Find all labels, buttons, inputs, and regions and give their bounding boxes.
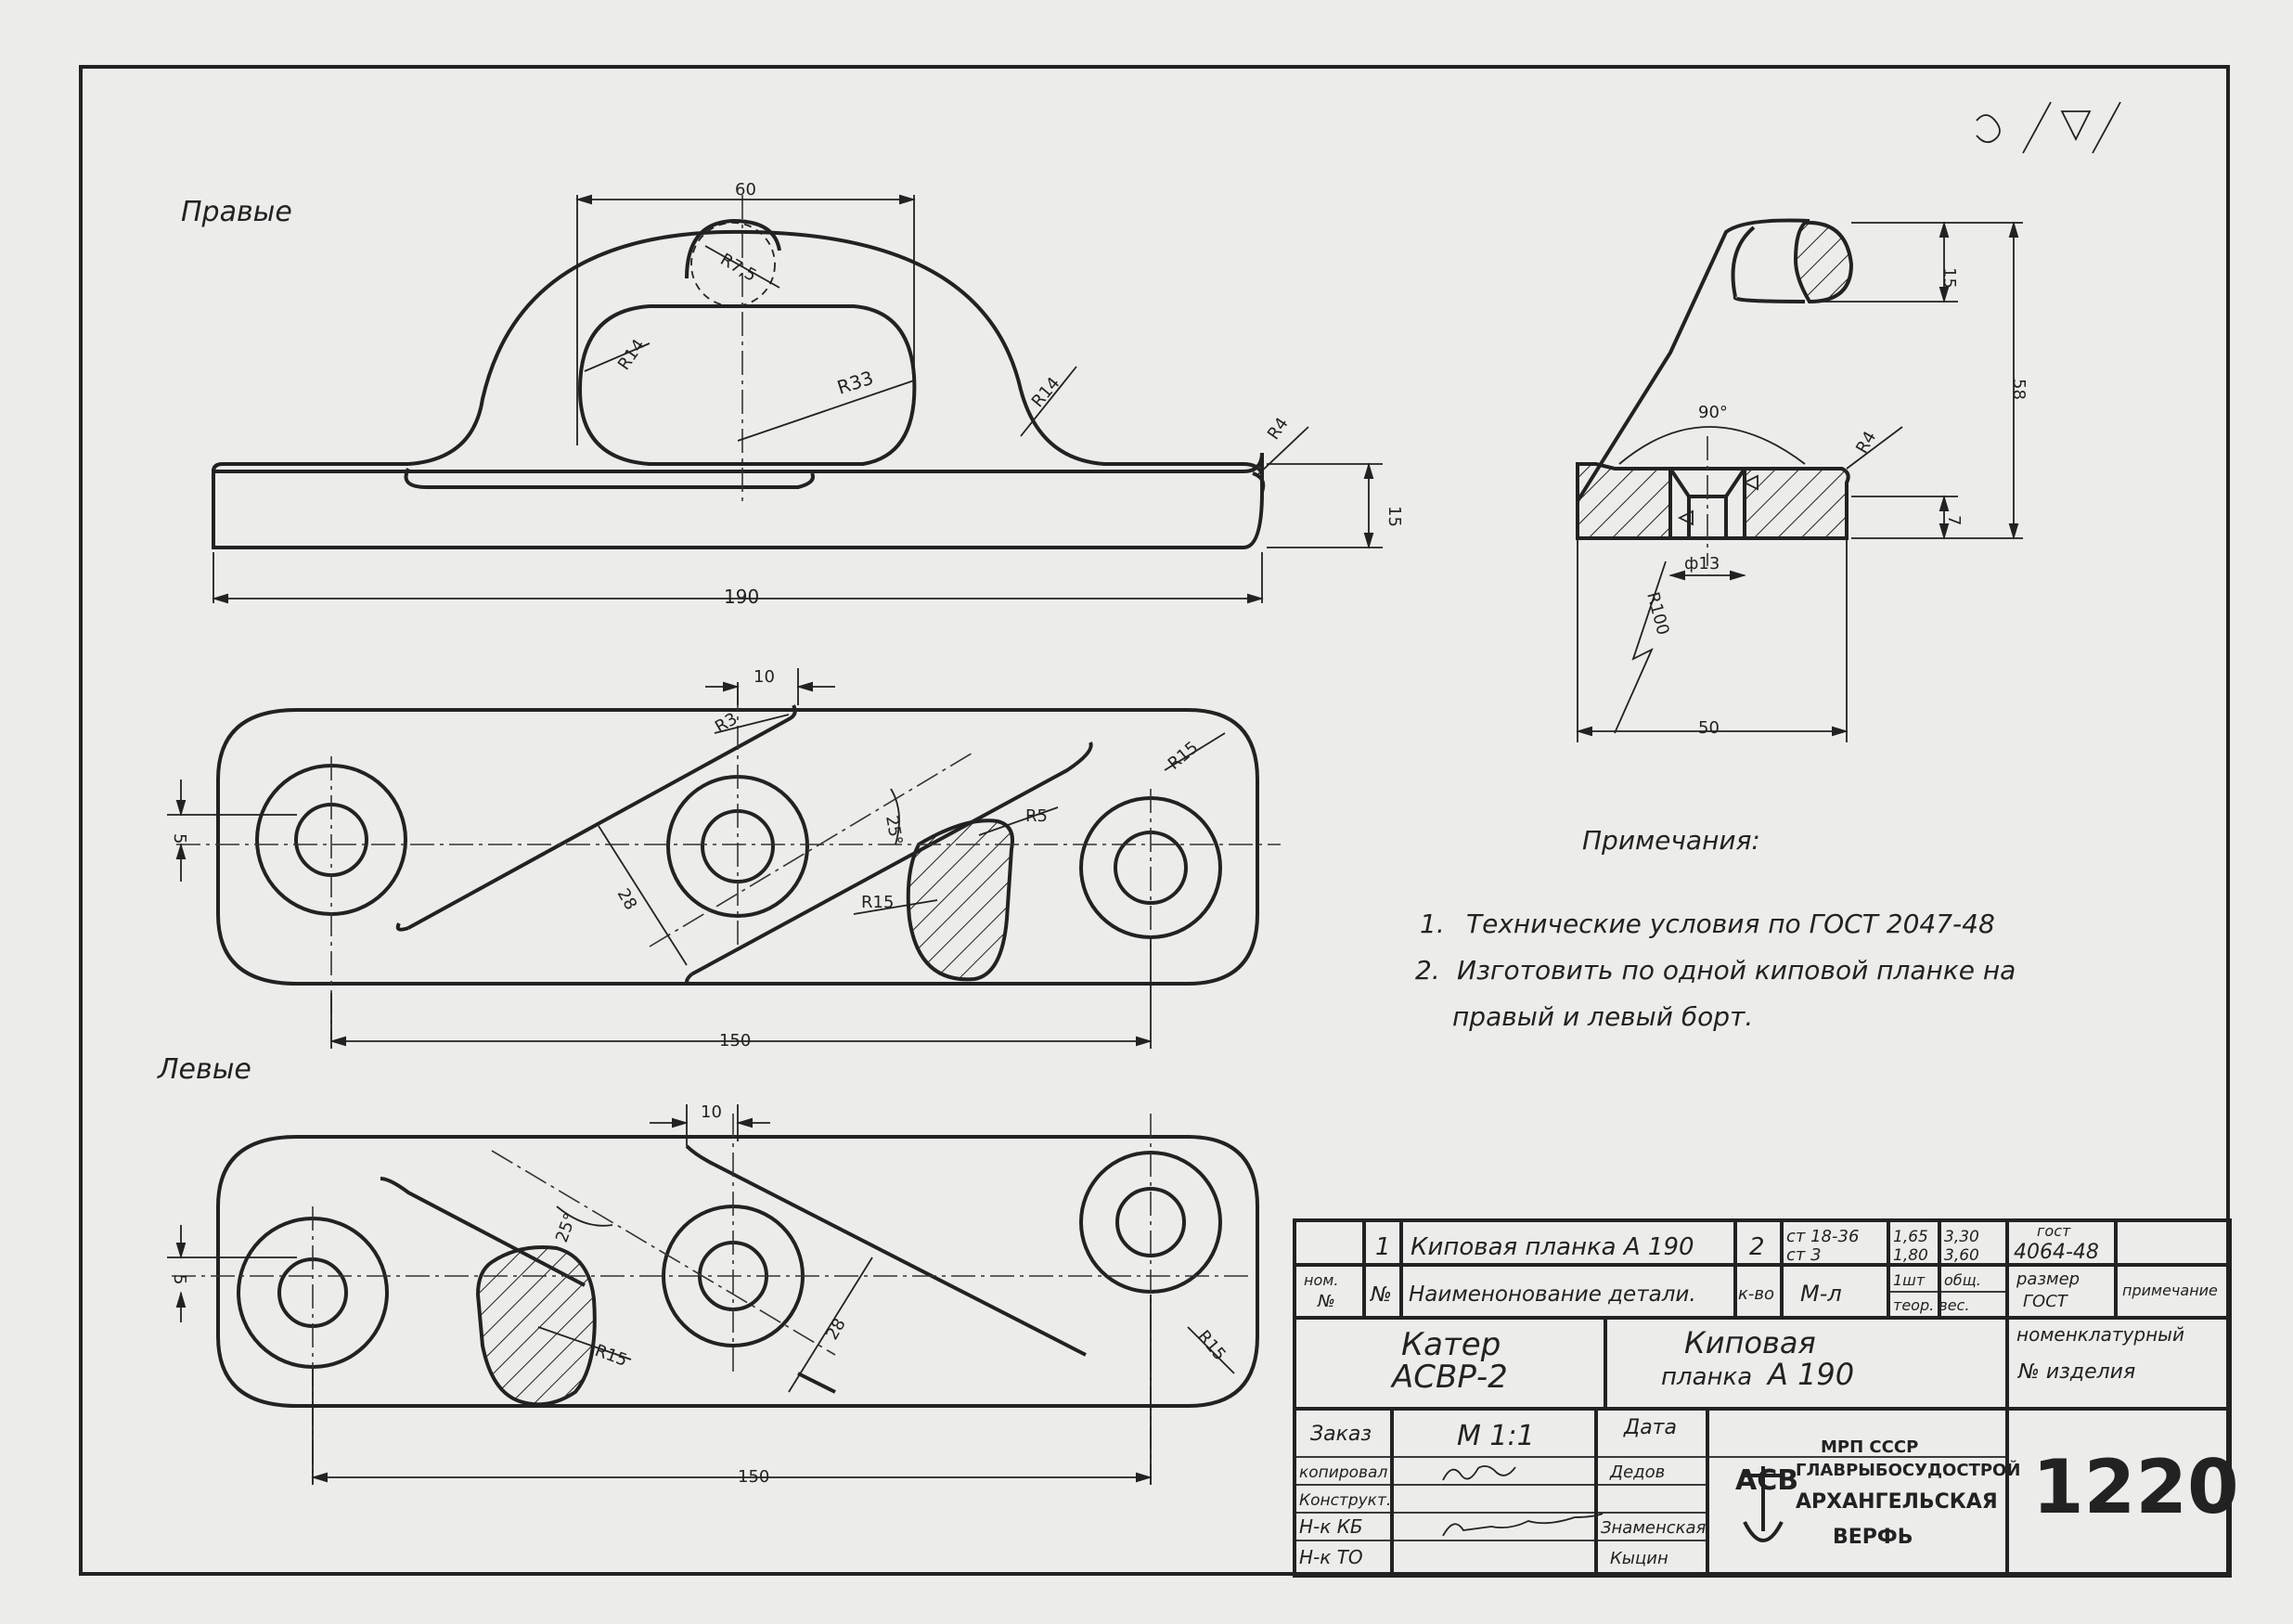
org-4: ВЕРФЬ [1833, 1526, 1913, 1549]
part-3: А 190 [1766, 1357, 1854, 1392]
order-label: Заказ [1310, 1423, 1372, 1446]
dim-190: 190 [724, 586, 759, 608]
role-3: Н-к КБ [1299, 1515, 1363, 1538]
dim-10-right: 10 [754, 667, 775, 687]
spec-material-1: ст 18-36 [1786, 1227, 1859, 1246]
note-2-num: 2. [1415, 955, 1440, 986]
dim-r15-corner-left: R15 [1193, 1327, 1230, 1365]
dim-10-left: 10 [701, 1102, 722, 1122]
name-1: Дедов [1609, 1463, 1665, 1482]
dim-58-section: 58 [2009, 379, 2029, 400]
dim-r14-inner: R14 [614, 336, 650, 374]
spec-material-2: ст 3 [1786, 1245, 1822, 1265]
spec-weight-1b: 1,80 [1893, 1246, 1928, 1265]
dim-r14-outer: R14 [1028, 374, 1064, 412]
dim-r100: R100 [1642, 590, 1672, 638]
dim-150-right: 150 [719, 1031, 751, 1050]
spec-pos: 1 [1375, 1233, 1391, 1261]
plan-view-left: Левые 10 5 25° 28 [157, 1053, 1259, 1487]
name-3: Знаменская [1601, 1518, 1707, 1538]
dim-angle-25-left: 25° [552, 1211, 581, 1245]
dim-angle-25-right: 25° [882, 814, 906, 846]
spec-weight-2a: 3,30 [1944, 1228, 1979, 1246]
dim-60: 60 [735, 180, 756, 200]
scale-value: М 1:1 [1457, 1420, 1535, 1452]
hdr-weight: теор. вес. [1893, 1296, 1969, 1314]
note-3-text: правый и левый борт. [1452, 1001, 1753, 1032]
vessel-2: АСВР-2 [1390, 1359, 1508, 1396]
dim-5-left: 5 [170, 1274, 189, 1284]
dim-r7-5: R7,5 [717, 250, 760, 286]
note-1-text: Технические условия по ГОСТ 2047-48 [1466, 909, 1995, 939]
org-2: ГЛАВРЫБОСУДОСТРОЙ [1796, 1460, 2020, 1480]
part-1: Киповая [1684, 1325, 1816, 1360]
notes-title: Примечания: [1582, 825, 1760, 856]
dim-r4-front: R4 [1264, 414, 1293, 444]
sheet-number: 1220 [2032, 1444, 2239, 1530]
spec-gost-label: гост [2037, 1222, 2071, 1240]
org-logo: АСВ [1735, 1464, 1798, 1542]
dim-15-front: 15 [1385, 506, 1404, 527]
name-4: Кыцин [1610, 1549, 1668, 1568]
signature-1 [1442, 1464, 1516, 1481]
drawing-frame [79, 65, 2230, 1576]
role-4: Н-к ТО [1299, 1546, 1363, 1568]
hdr-w-unit: 1шт [1893, 1271, 1926, 1289]
dim-r5: R5 [1025, 806, 1048, 826]
hdr-gost: ГОСТ [2023, 1292, 2069, 1311]
spec-name: Киповая планка А 190 [1411, 1233, 1694, 1261]
front-view: Правые 60 R7,5 R14 R33 R14 R4 [181, 180, 1404, 608]
plan-view-right: 10 R3 R15 5 25° R5 R15 28 150 [167, 667, 1281, 1050]
dim-r33: R33 [834, 367, 876, 399]
spec-count: 2 [1749, 1233, 1765, 1261]
dim-28-left: 28 [822, 1315, 850, 1343]
org-1: МРП СССР [1821, 1437, 1918, 1457]
hdr-count: к-во [1738, 1284, 1774, 1304]
dim-5-right: 5 [170, 833, 189, 844]
dim-50-section: 50 [1698, 718, 1720, 738]
hdr-no: № [1317, 1292, 1335, 1311]
dim-28-right: 28 [613, 885, 641, 913]
note-1-num: 1. [1420, 909, 1445, 939]
dim-15-section: 15 [1939, 267, 1959, 289]
hdr-size: размер [2016, 1270, 2080, 1289]
notes: Примечания: 1. Технические условия по ГО… [1415, 825, 2016, 1032]
org-3: АРХАНГЕЛЬСКАЯ [1796, 1490, 1998, 1514]
dim-phi13: ф13 [1684, 554, 1720, 574]
nomen-1: номенклатурный [2016, 1323, 2184, 1346]
note-2-text: Изготовить по одной киповой планке на [1457, 955, 2016, 986]
hdr-w-total: общ. [1944, 1271, 1981, 1289]
nomen-2: № изделия [2017, 1360, 2135, 1384]
signature-2 [1442, 1513, 1604, 1537]
spec-gost-value: 4064-48 [2014, 1241, 2099, 1264]
dim-150-left: 150 [738, 1467, 769, 1487]
date-label: Дата [1623, 1416, 1677, 1439]
section-view: 90° 15 58 7 R4 ф13 R100 50 [1576, 218, 2029, 742]
role-1: копировал [1299, 1463, 1387, 1482]
hdr-name: Наименонование детали. [1409, 1282, 1696, 1307]
title-block: 1 Киповая планка А 190 2 ст 18-36 ст 3 1… [1293, 1218, 2239, 1578]
left-view-label: Левые [157, 1053, 251, 1086]
hdr-material: М-л [1800, 1281, 1842, 1307]
hdr-nom: ном. [1304, 1271, 1338, 1289]
dim-r4-section: R4 [1852, 428, 1880, 457]
spec-weight-1a: 1,65 [1893, 1228, 1928, 1246]
right-view-label: Правые [181, 196, 292, 228]
hdr-pos: № [1370, 1283, 1392, 1307]
role-2: Конструкт. [1299, 1491, 1391, 1510]
dim-7-section: 7 [1944, 515, 1964, 525]
logo-text: АСВ [1735, 1464, 1798, 1497]
dim-r15-section-right: R15 [861, 893, 894, 912]
part-2: планка [1661, 1363, 1752, 1391]
dim-r15-corner-right: R15 [1165, 738, 1203, 774]
hdr-note: примечание [2122, 1282, 2218, 1299]
spec-weight-2b: 3,60 [1944, 1246, 1979, 1265]
roughness-mark [1976, 101, 2121, 154]
dim-r15-section-left: R15 [592, 1341, 629, 1371]
dim-90-section: 90° [1698, 403, 1728, 422]
vessel-1: Катер [1401, 1326, 1501, 1363]
